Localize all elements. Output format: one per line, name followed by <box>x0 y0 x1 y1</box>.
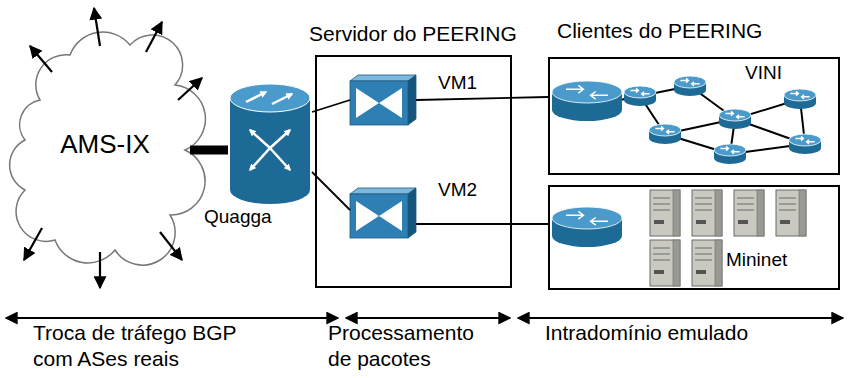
router-symbol <box>719 109 751 129</box>
server-symbol <box>650 190 680 236</box>
router-symbol <box>789 134 821 154</box>
cloud-node: AMS-IX <box>20 30 190 260</box>
server-symbol <box>692 240 722 286</box>
group-heading: Clientes do PEERING <box>557 18 762 44</box>
server-symbol <box>692 190 722 236</box>
label-box: Processamento de pacotes <box>328 320 498 373</box>
vm-node: VM1 <box>350 75 416 125</box>
span-label: Processamento de pacotes <box>328 320 498 373</box>
vm-icon <box>350 75 416 125</box>
node-label: Servidor do PEERING <box>309 21 517 46</box>
label-box: Troca de tráfego BGP com ASes reais <box>33 320 258 373</box>
span-label: Troca de tráfego BGP com ASes reais <box>33 320 258 373</box>
span-label: Intradomínio emulado <box>545 320 748 346</box>
router-node: Quagga <box>228 84 312 204</box>
node-label: VINI <box>745 62 782 85</box>
router-symbol <box>649 124 681 144</box>
link-line <box>312 172 350 210</box>
router-symbol <box>784 89 816 109</box>
quagga-router-icon <box>230 84 310 204</box>
node-label: Quagga <box>204 206 272 229</box>
client-box: Mininet <box>548 185 840 290</box>
server-box: Servidor do PEERINGVM1VM2 <box>315 55 512 288</box>
router-symbol <box>552 81 622 121</box>
span-arrows <box>6 317 843 319</box>
node-label: AMS-IX <box>60 129 150 160</box>
vm-node: VM2 <box>350 188 416 238</box>
link-line <box>416 223 548 225</box>
link-line <box>312 100 350 112</box>
vini-links <box>620 86 805 154</box>
node-label: VM1 <box>438 72 477 95</box>
server-symbol <box>650 240 680 286</box>
cloud-arrows <box>24 8 202 288</box>
router-symbol <box>714 144 746 164</box>
label-box: Intradomínio emulado <box>545 320 748 346</box>
router-symbol <box>674 76 706 96</box>
server-symbol <box>776 190 806 236</box>
vm-icon <box>350 188 416 238</box>
router-icons <box>552 76 821 247</box>
server-icons <box>650 190 806 286</box>
link-line <box>416 97 548 100</box>
router-symbol <box>552 207 622 247</box>
trunk-link <box>190 146 228 155</box>
label-box: Clientes do PEERING <box>557 18 762 44</box>
node-label: Mininet <box>726 249 787 272</box>
server-symbol <box>734 190 764 236</box>
router-symbol <box>624 86 656 106</box>
cloud-outline <box>10 32 206 265</box>
node-label: VM2 <box>438 179 477 202</box>
client-box: VINI <box>548 57 840 175</box>
